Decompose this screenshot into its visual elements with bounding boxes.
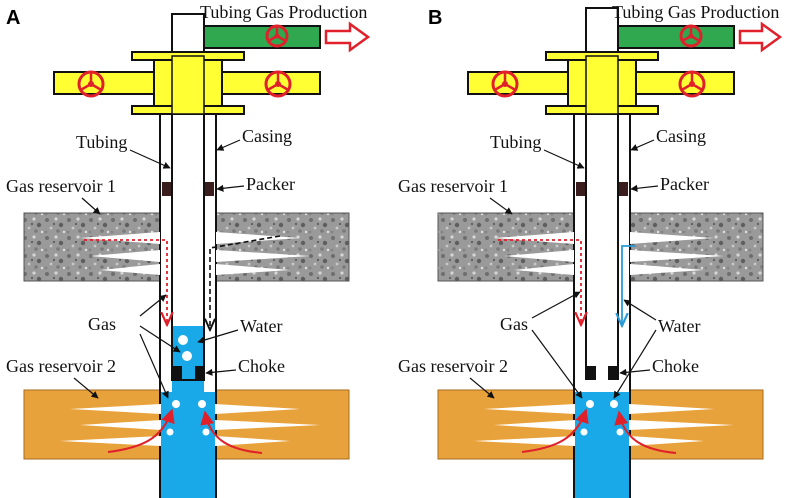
production-pipe-a xyxy=(203,25,321,49)
label-tubing-a: Tubing xyxy=(76,132,127,152)
label-choke-a: Choke xyxy=(238,356,285,376)
label-reservoir2-b: Gas reservoir 2 xyxy=(398,356,508,376)
label-water-a: Water xyxy=(240,316,283,336)
choke-left xyxy=(587,366,596,380)
gas-flow-arrow-a-1 xyxy=(84,239,167,325)
gas-flow-arrow-b-3 xyxy=(614,410,677,454)
valve-icon xyxy=(491,70,519,98)
packer-left xyxy=(576,182,585,196)
fractures-reservoir-2 xyxy=(474,404,734,446)
valve-icon xyxy=(265,24,289,48)
label-packer-b: Packer xyxy=(660,174,709,194)
title-b: Tubing Gas Production xyxy=(612,2,779,22)
label-reservoir1-a: Gas reservoir 1 xyxy=(6,176,116,196)
bottom-water xyxy=(161,392,215,498)
choke-left xyxy=(173,366,182,380)
panel-b: B xyxy=(398,2,783,498)
production-pipe-b xyxy=(617,25,735,49)
packer-left xyxy=(162,182,171,196)
label-gas-b: Gas xyxy=(500,314,528,334)
valve-icon xyxy=(264,70,292,98)
panel-a: A xyxy=(6,2,371,498)
packer-right xyxy=(619,182,628,196)
gas-flow-arrow-b-2 xyxy=(521,408,589,453)
label-reservoir1-b: Gas reservoir 1 xyxy=(398,176,508,196)
gas-bubbles xyxy=(580,400,624,436)
gas-flow-arrow-b-1 xyxy=(498,239,581,325)
fractures-reservoir-2 xyxy=(60,404,320,446)
label-casing-a: Casing xyxy=(242,126,292,146)
gas-flow-arrow-a-3 xyxy=(200,410,263,454)
panel-b-letter: B xyxy=(428,7,442,29)
valve-icon xyxy=(678,70,706,98)
valve-icon xyxy=(77,70,105,98)
label-casing-b: Casing xyxy=(656,126,706,146)
label-reservoir2-a: Gas reservoir 2 xyxy=(6,356,116,376)
label-gas-a: Gas xyxy=(88,314,116,334)
fractures-reservoir-1 xyxy=(80,232,310,275)
label-water-b: Water xyxy=(658,316,701,336)
fractures-reservoir-1 xyxy=(494,232,724,275)
packer-right xyxy=(205,182,214,196)
outlet-arrow-icon xyxy=(738,21,783,53)
gas-flow-arrow-a-2 xyxy=(107,408,175,453)
outlet-arrow-icon xyxy=(324,21,371,53)
title-a: Tubing Gas Production xyxy=(200,2,367,22)
valve-icon xyxy=(679,24,703,48)
label-packer-a: Packer xyxy=(246,174,295,194)
bottom-water xyxy=(575,392,629,498)
choke-right xyxy=(608,366,617,380)
label-choke-b: Choke xyxy=(652,356,699,376)
water-flow-arrow-b xyxy=(622,245,636,326)
choke-right xyxy=(195,366,204,380)
label-tubing-b: Tubing xyxy=(490,132,541,152)
panel-a-letter: A xyxy=(6,7,20,29)
gas-bubbles xyxy=(166,335,210,436)
